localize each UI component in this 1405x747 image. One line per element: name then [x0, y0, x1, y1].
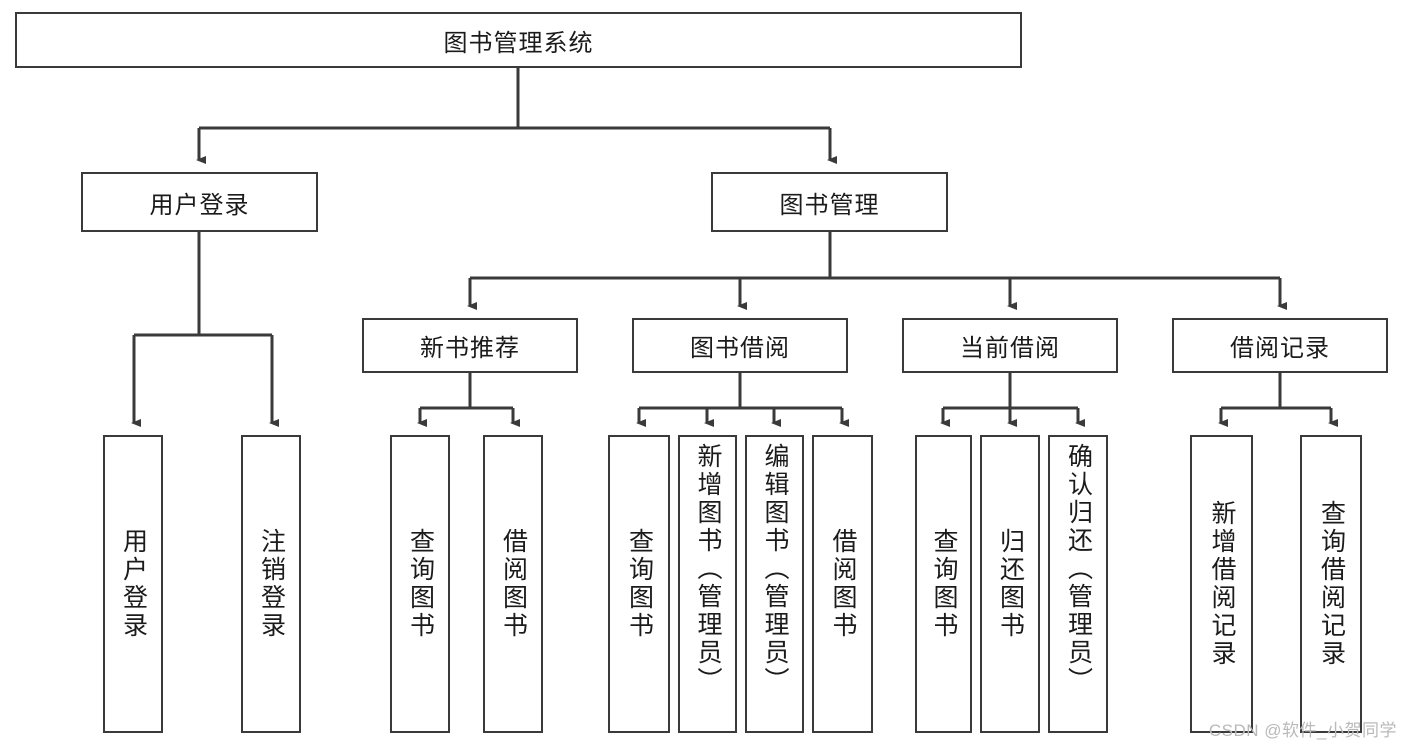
leaf-user-login[interactable]: 用户登录: [103, 435, 163, 733]
leaf-query-borrow-record[interactable]: 查询借阅记录: [1300, 435, 1362, 733]
leaf-query-book-current[interactable]: 查询图书: [915, 435, 972, 733]
leaf-edit-book-admin-label: 编辑图书（管理员）: [761, 443, 789, 695]
leaf-add-borrow-record-label: 新增借阅记录: [1208, 500, 1236, 668]
leaf-query-book-borrow[interactable]: 查询图书: [608, 435, 670, 733]
leaf-add-borrow-record[interactable]: 新增借阅记录: [1190, 435, 1253, 733]
leaf-borrow-book-label: 借阅图书: [829, 528, 857, 640]
node-current-borrow[interactable]: 当前借阅: [902, 318, 1118, 373]
node-borrow-record-label: 借阅记录: [1230, 335, 1330, 362]
leaf-add-book-admin[interactable]: 新增图书（管理员）: [678, 435, 737, 733]
leaf-query-book-recommend[interactable]: 查询图书: [390, 435, 450, 733]
node-user-login[interactable]: 用户登录: [81, 172, 318, 232]
node-root-label: 图书管理系统: [443, 29, 594, 57]
leaf-confirm-return-admin[interactable]: 确认归还（管理员）: [1048, 435, 1108, 733]
node-user-login-label: 用户登录: [149, 191, 250, 219]
leaf-return-book[interactable]: 归还图书: [980, 435, 1040, 733]
node-new-book-recommend-label: 新书推荐: [420, 335, 520, 362]
leaf-query-book-borrow-label: 查询图书: [625, 528, 654, 640]
leaf-confirm-return-admin-label: 确认归还（管理员）: [1064, 443, 1093, 695]
node-book-management[interactable]: 图书管理: [711, 172, 948, 232]
leaf-add-book-admin-label: 新增图书（管理员）: [694, 443, 722, 695]
leaf-borrow-book-recommend-label: 借阅图书: [499, 528, 528, 640]
leaf-logout[interactable]: 注销登录: [241, 435, 301, 733]
leaf-return-book-label: 归还图书: [996, 528, 1025, 640]
node-new-book-recommend[interactable]: 新书推荐: [362, 318, 578, 373]
leaf-borrow-book-recommend[interactable]: 借阅图书: [483, 435, 543, 733]
node-book-borrow-label: 图书借阅: [690, 335, 790, 362]
leaf-user-login-label: 用户登录: [119, 528, 148, 640]
leaf-borrow-book[interactable]: 借阅图书: [812, 435, 873, 733]
node-borrow-record[interactable]: 借阅记录: [1172, 318, 1388, 373]
leaf-edit-book-admin[interactable]: 编辑图书（管理员）: [745, 435, 804, 733]
node-current-borrow-label: 当前借阅: [960, 335, 1060, 362]
leaf-query-book-recommend-label: 查询图书: [406, 528, 435, 640]
node-book-management-label: 图书管理: [779, 191, 880, 219]
leaf-query-borrow-record-label: 查询借阅记录: [1317, 500, 1346, 668]
node-book-borrow[interactable]: 图书借阅: [632, 318, 848, 373]
node-root[interactable]: 图书管理系统: [15, 12, 1022, 68]
leaf-logout-label: 注销登录: [257, 528, 286, 640]
watermark: CSDN @软件_小贺同学: [1208, 721, 1397, 740]
leaf-query-book-current-label: 查询图书: [930, 528, 958, 640]
